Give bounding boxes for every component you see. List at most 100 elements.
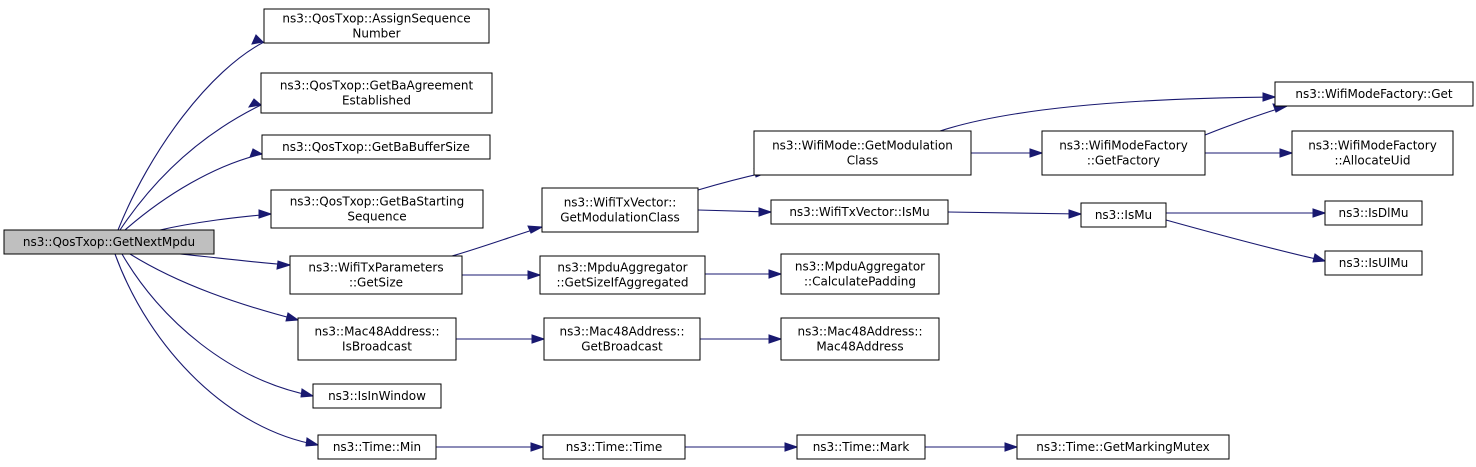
node-label: ns3::IsMu — [1095, 208, 1152, 222]
node-modefactory-getfactory[interactable]: ns3::WifiModeFactory::GetFactory — [1041, 130, 1206, 176]
node-modefactory-get[interactable]: ns3::WifiModeFactory::Get — [1274, 81, 1474, 107]
node-box — [539, 255, 706, 295]
node-label: ::GetSizeIfAggregated — [556, 276, 688, 290]
node-label: ns3::WifiModeFactory — [1308, 139, 1437, 153]
arrowhead-icon — [1279, 148, 1294, 158]
call-edge-txparams-getsize-to-txvector-getmodclass — [451, 225, 544, 257]
node-label: ns3::QosTxop::AssignSequence — [282, 12, 470, 26]
node-label: ns3::IsInWindow — [328, 389, 426, 403]
node-label: ns3::QosTxop::GetBaBufferSize — [282, 140, 470, 154]
node-getnextmpdu[interactable]: ns3::QosTxop::GetNextMpdu — [3, 229, 215, 255]
node-isdlmu[interactable]: ns3::IsDlMu — [1324, 200, 1423, 226]
node-box — [796, 434, 926, 460]
arrowhead-icon — [768, 269, 783, 279]
node-mpduagg-calcpad[interactable]: ns3::MpduAggregator::CalculatePadding — [780, 253, 940, 295]
edge-line — [179, 253, 291, 266]
node-isulmu[interactable]: ns3::IsUlMu — [1324, 250, 1423, 276]
arrowhead-icon — [305, 437, 320, 447]
node-label: ns3::WifiMode::GetModulation — [772, 139, 953, 153]
call-edge-getnextmpdu-to-mac48-isbroadcast — [129, 253, 300, 322]
node-wifimode-getmodclass[interactable]: ns3::WifiMode::GetModulationClass — [753, 130, 972, 176]
node-label: Sequence — [347, 210, 406, 224]
call-edge-ismu-to-isdlmu — [1166, 208, 1327, 218]
arrowhead-icon — [1312, 253, 1327, 263]
node-box — [289, 255, 463, 295]
node-time-mark[interactable]: ns3::Time::Mark — [796, 434, 926, 460]
call-edge-getnextmpdu-to-txparams-getsize — [179, 253, 292, 270]
call-edge-mpduagg-getsize-to-mpduagg-calcpad — [705, 269, 783, 279]
node-label: ns3::Mac48Address:: — [314, 325, 439, 339]
node-box — [260, 72, 493, 114]
edge-line — [1165, 219, 1326, 262]
node-txvector-ismu[interactable]: ns3::WifiTxVector::IsMu — [770, 199, 949, 225]
call-edge-txvector-getmodclass-to-txvector-ismu — [697, 207, 773, 217]
node-label: GetBroadcast — [581, 340, 663, 354]
call-edge-getnextmpdu-to-getbastarting — [159, 209, 273, 231]
node-label: Number — [352, 27, 400, 41]
node-getbabuffersize[interactable]: ns3::QosTxop::GetBaBufferSize — [261, 134, 491, 160]
edge-line — [129, 253, 299, 321]
node-label: ns3::Time::Min — [333, 440, 421, 454]
call-edge-getnextmpdu-to-getbabuffersize — [124, 148, 264, 231]
arrowhead-icon — [247, 98, 263, 108]
node-box — [780, 317, 940, 361]
node-label: ns3::Mac48Address:: — [797, 325, 922, 339]
edge-line — [114, 253, 319, 446]
node-label: ns3::WifiTxParameters — [308, 261, 443, 275]
call-edge-mac48-getbroadcast-to-mac48-ctor — [700, 334, 783, 344]
node-box — [770, 199, 949, 225]
node-label: Mac48Address — [816, 340, 903, 354]
node-label: ns3::QosTxop::GetNextMpdu — [23, 235, 195, 249]
call-edge-time-time-to-time-mark — [685, 442, 799, 452]
call-edge-txparams-getsize-to-mpduagg-getsize — [462, 270, 542, 280]
node-label: ns3::IsUlMu — [1339, 256, 1408, 270]
node-txvector-getmodclass[interactable]: ns3::WifiTxVector::GetModulationClass — [541, 187, 699, 233]
arrowhead-icon — [276, 260, 292, 270]
node-ismu[interactable]: ns3::IsMu — [1080, 202, 1167, 228]
node-label: ns3::WifiModeFactory — [1059, 139, 1188, 153]
arrowhead-icon — [300, 388, 315, 398]
node-label: ns3::Mac48Address:: — [559, 325, 684, 339]
node-isinwindow[interactable]: ns3::IsInWindow — [312, 383, 442, 409]
node-label: IsBroadcast — [342, 340, 412, 354]
call-edge-time-mark-to-time-getmarkingmutex — [925, 442, 1019, 452]
arrowhead-icon — [527, 270, 542, 280]
node-mac48-isbroadcast[interactable]: ns3::Mac48Address::IsBroadcast — [297, 317, 457, 361]
node-box — [297, 317, 457, 361]
node-mpduagg-getsize[interactable]: ns3::MpduAggregator::GetSizeIfAggregated — [539, 255, 706, 295]
edge-line — [1204, 105, 1288, 136]
node-label: ns3::Time::GetMarkingMutex — [1036, 440, 1210, 454]
node-label: ns3::WifiModeFactory::Get — [1295, 87, 1452, 101]
node-box — [541, 187, 699, 233]
call-edge-getnextmpdu-to-getbaagreement — [119, 98, 263, 231]
edge-line — [947, 211, 1082, 215]
node-box — [261, 134, 491, 160]
node-label: ns3::WifiTxVector::IsMu — [789, 205, 929, 219]
call-edge-getnextmpdu-to-assignseq — [117, 34, 265, 231]
node-time-getmarkingmutex[interactable]: ns3::Time::GetMarkingMutex — [1016, 434, 1230, 460]
edge-line — [939, 96, 1276, 132]
call-edge-modefactory-getfactory-to-modefactory-get — [1204, 103, 1289, 136]
arrowhead-icon — [1029, 148, 1044, 158]
call-edge-mac48-isbroadcast-to-mac48-getbroadcast — [456, 334, 546, 344]
edge-line — [119, 104, 262, 231]
node-time-min[interactable]: ns3::Time::Min — [317, 434, 437, 460]
node-label: ns3::IsDlMu — [1339, 206, 1409, 220]
edge-line — [124, 153, 263, 231]
node-label: ns3::QosTxop::GetBaAgreement — [280, 79, 474, 93]
call-edge-getnextmpdu-to-isinwindow — [121, 253, 315, 398]
node-time-time[interactable]: ns3::Time::Time — [542, 434, 686, 460]
node-mac48-getbroadcast[interactable]: ns3::Mac48Address::GetBroadcast — [543, 317, 701, 361]
node-txparams-getsize[interactable]: ns3::WifiTxParameters::GetSize — [289, 255, 463, 295]
arrowhead-icon — [527, 225, 544, 234]
node-label: ns3::WifiTxVector:: — [564, 196, 677, 210]
node-mac48-ctor[interactable]: ns3::Mac48Address::Mac48Address — [780, 317, 940, 361]
node-modefactory-allocateuid[interactable]: ns3::WifiModeFactory::AllocateUid — [1291, 130, 1454, 176]
arrowhead-icon — [530, 442, 545, 452]
node-box — [1324, 200, 1423, 226]
node-label: Established — [342, 94, 411, 108]
